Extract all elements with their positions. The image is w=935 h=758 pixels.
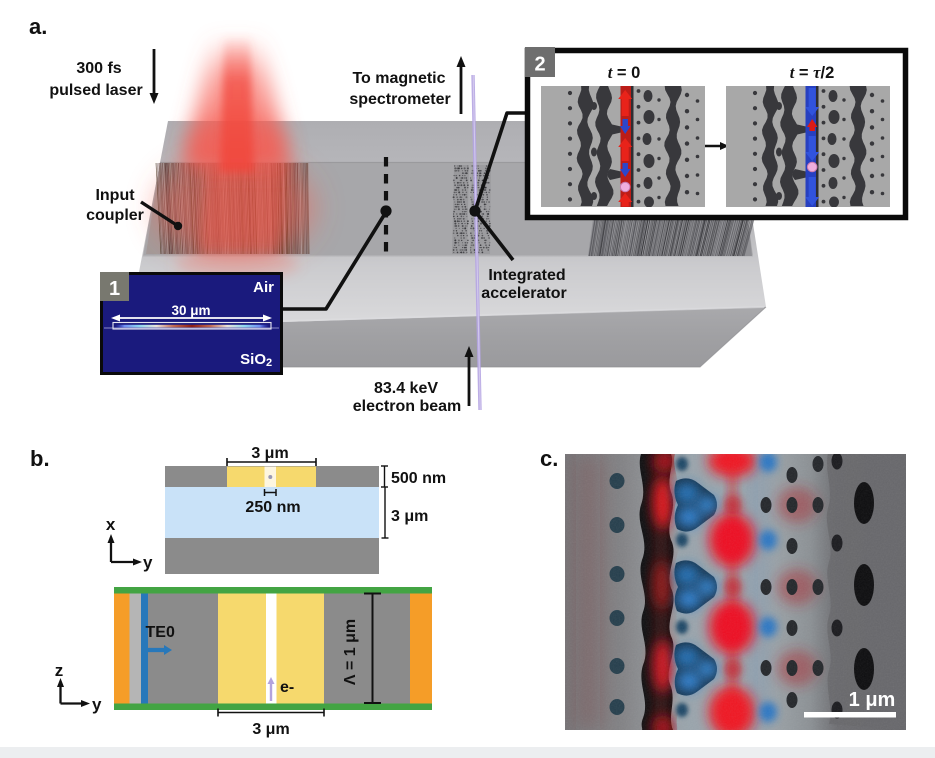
svg-text:e-: e- bbox=[280, 679, 294, 696]
svg-text:z: z bbox=[55, 661, 64, 680]
svg-text:t = 0: t = 0 bbox=[608, 63, 641, 82]
svg-text:83.4 keV: 83.4 keV bbox=[374, 380, 438, 397]
svg-text:c.: c. bbox=[540, 446, 558, 471]
svg-text:pulsed laser: pulsed laser bbox=[49, 82, 142, 99]
svg-text:t = τ/2: t = τ/2 bbox=[790, 63, 835, 82]
svg-text:y: y bbox=[92, 695, 102, 714]
svg-text:Integrated: Integrated bbox=[488, 267, 565, 284]
svg-text:b.: b. bbox=[30, 446, 50, 471]
svg-text:2: 2 bbox=[266, 357, 272, 369]
svg-text:accelerator: accelerator bbox=[481, 285, 566, 302]
svg-text:SiO: SiO bbox=[240, 351, 266, 368]
svg-text:300 fs: 300 fs bbox=[76, 60, 121, 77]
svg-text:1 μm: 1 μm bbox=[849, 689, 896, 711]
svg-text:x: x bbox=[106, 515, 116, 534]
svg-text:To magnetic: To magnetic bbox=[352, 70, 445, 87]
svg-text:3 μm: 3 μm bbox=[391, 508, 428, 525]
svg-text:3 μm: 3 μm bbox=[252, 721, 289, 738]
svg-text:coupler: coupler bbox=[86, 207, 144, 224]
svg-text:electron beam: electron beam bbox=[353, 398, 461, 415]
svg-text:spectrometer: spectrometer bbox=[349, 91, 450, 108]
svg-text:Air: Air bbox=[253, 279, 274, 296]
svg-text:y: y bbox=[143, 553, 153, 572]
svg-text:500 nm: 500 nm bbox=[391, 470, 446, 487]
svg-text:3 μm: 3 μm bbox=[251, 445, 288, 462]
svg-text:2: 2 bbox=[534, 54, 545, 76]
svg-text:Input: Input bbox=[95, 187, 135, 204]
svg-text:250 nm: 250 nm bbox=[245, 499, 300, 516]
svg-text:Λ = 1 μm: Λ = 1 μm bbox=[342, 619, 359, 685]
svg-text:30 μm: 30 μm bbox=[171, 303, 210, 318]
svg-text:a.: a. bbox=[29, 14, 47, 39]
svg-text:1: 1 bbox=[109, 278, 120, 300]
svg-text:TE0: TE0 bbox=[146, 624, 175, 641]
